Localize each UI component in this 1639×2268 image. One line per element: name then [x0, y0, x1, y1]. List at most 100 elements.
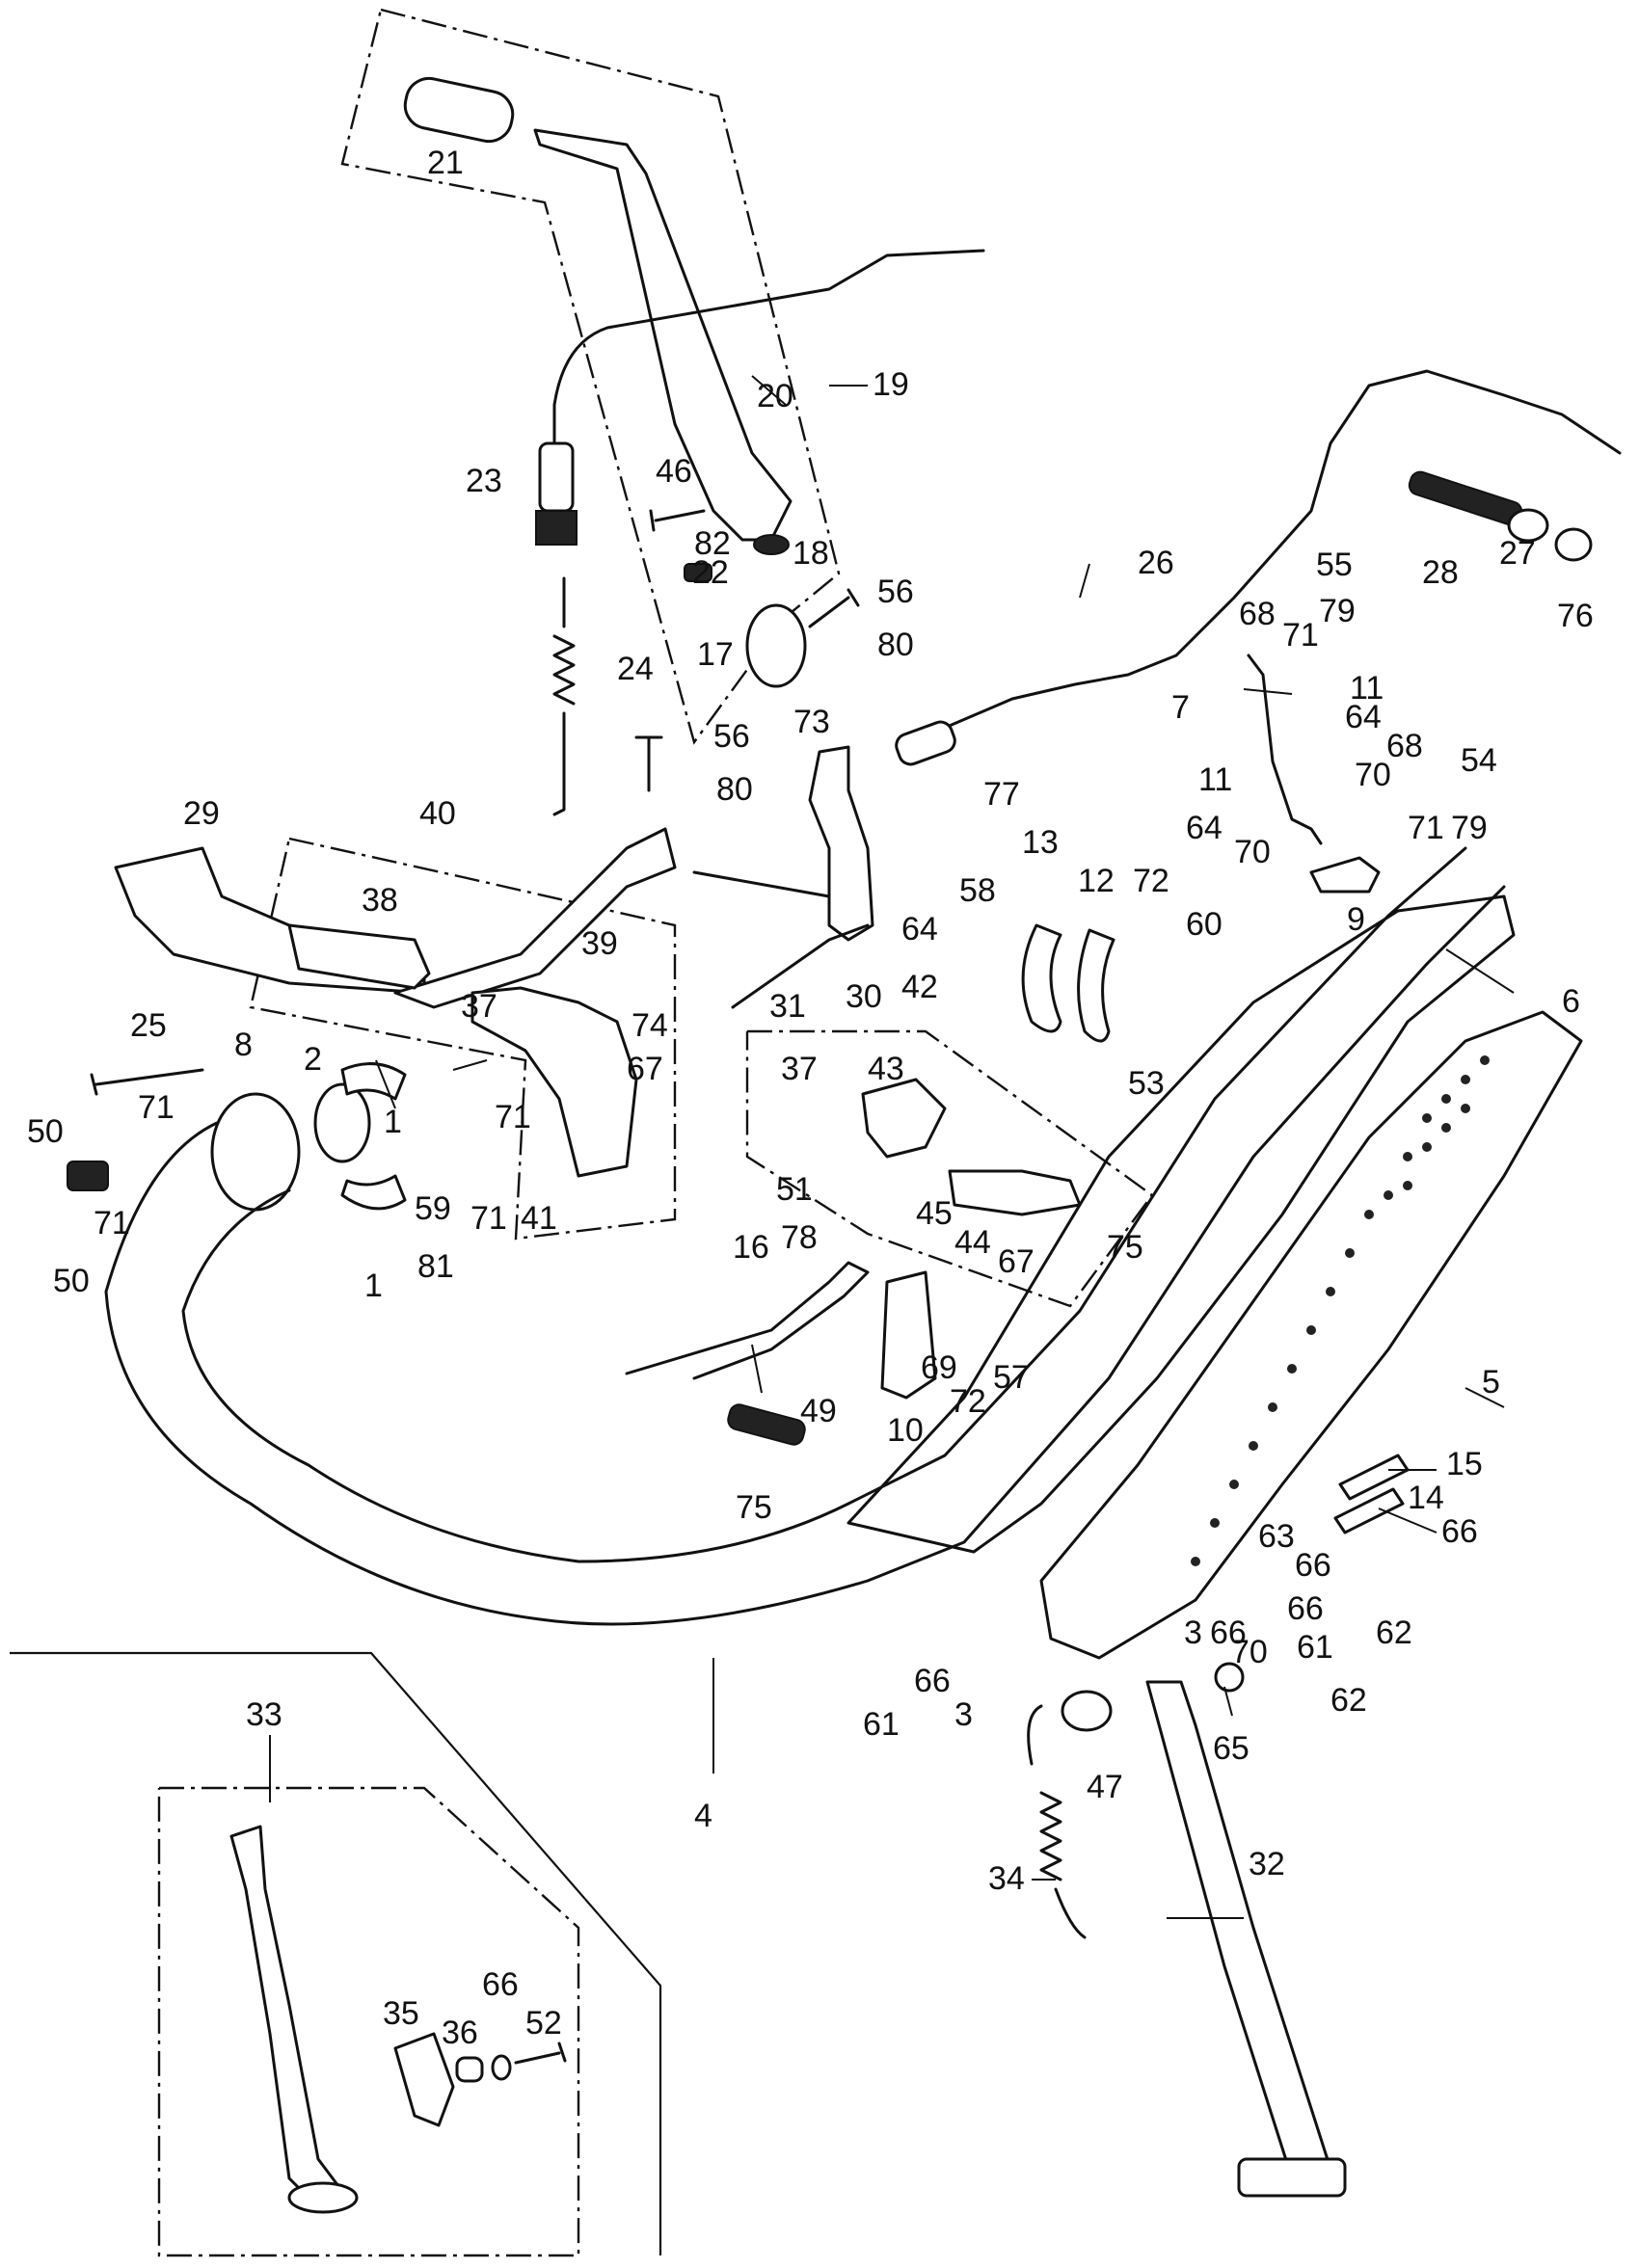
callout-24: 24 — [617, 651, 654, 687]
bolt-46 — [649, 509, 706, 532]
plate-14 — [1333, 1487, 1405, 1534]
callout-37-b: 37 — [781, 1051, 818, 1087]
callout-35: 35 — [383, 1995, 419, 2032]
kickstarter-group-boundary — [340, 8, 841, 745]
callout-63: 63 — [1258, 1518, 1295, 1555]
callout-4: 4 — [694, 1798, 712, 1834]
callout-15: 15 — [1446, 1446, 1483, 1482]
brake-arm-30 — [808, 745, 874, 942]
callout-79-b: 79 — [1451, 810, 1488, 846]
plate-15 — [1338, 1454, 1410, 1501]
spring-28 — [1408, 470, 1523, 526]
callout-25: 25 — [130, 1007, 167, 1044]
callout-65: 65 — [1213, 1730, 1249, 1767]
callout-50-b: 50 — [53, 1263, 90, 1299]
nut-27 — [1507, 508, 1549, 543]
callout-71-d: 71 — [495, 1099, 531, 1135]
sidestand-inset-line — [10, 1651, 662, 2255]
footrest-38 — [287, 923, 431, 990]
callout-66-a: 66 — [1441, 1513, 1478, 1550]
brake-cable-26 — [909, 369, 1622, 744]
callout-60: 60 — [1186, 906, 1223, 943]
callout-57: 57 — [993, 1359, 1030, 1396]
callout-46: 46 — [656, 453, 692, 490]
callout-66-c: 66 — [1210, 1614, 1247, 1651]
callout-59: 59 — [415, 1190, 451, 1227]
switch-23 — [538, 441, 575, 513]
callout-39: 39 — [581, 925, 618, 962]
callout-78: 78 — [781, 1219, 818, 1256]
stand-32-foot — [1237, 2157, 1347, 2198]
gasket-2 — [313, 1082, 371, 1163]
callout-62-a: 62 — [1376, 1614, 1412, 1651]
callout-66-f: 66 — [482, 1966, 519, 2003]
callout-3-a: 3 — [1184, 1614, 1202, 1651]
sidestand-inset-boundary — [157, 1786, 580, 2257]
exhaust-pipe-4 — [104, 885, 1506, 1626]
callout-49: 49 — [800, 1393, 837, 1429]
callout-70-b: 70 — [1234, 834, 1271, 870]
callout-71-f: 71 — [470, 1200, 507, 1237]
callout-19: 19 — [873, 366, 909, 403]
callout-71-b: 71 — [1408, 810, 1444, 846]
callout-66-b: 66 — [1295, 1547, 1331, 1584]
step-arm-40 — [393, 827, 677, 1009]
bolt-56-upper — [808, 588, 860, 628]
callout-1-b: 1 — [364, 1267, 383, 1304]
callout-7: 7 — [1171, 689, 1190, 726]
rod-25 — [90, 1068, 204, 1096]
callout-8: 8 — [234, 1027, 253, 1063]
bracket-43 — [861, 1078, 947, 1159]
callout-70-a: 70 — [1355, 757, 1391, 793]
kick-rubber-21 — [403, 76, 515, 144]
callout-20: 20 — [757, 378, 793, 414]
exhaust-pipe-4-inner — [181, 846, 1467, 1563]
callout-62-b: 62 — [1330, 1682, 1367, 1719]
collar-36 — [455, 2056, 484, 2083]
callout-22: 22 — [692, 554, 729, 591]
callout-72-a: 72 — [1133, 863, 1169, 899]
callout-12: 12 — [1078, 863, 1115, 899]
callout-80-a: 80 — [877, 627, 914, 663]
callout-14: 14 — [1408, 1480, 1444, 1516]
callout-40: 40 — [419, 795, 456, 832]
callout-64-b: 64 — [1186, 810, 1223, 846]
leader-lines — [269, 375, 1515, 1919]
callout-42: 42 — [901, 969, 938, 1005]
callout-56-a: 56 — [877, 574, 914, 610]
callout-21: 21 — [427, 145, 464, 181]
callout-labels: 21 20 19 23 46 82 18 22 56 80 17 24 56 7… — [27, 145, 1594, 2051]
callout-67-b: 67 — [998, 1243, 1034, 1280]
rod-16 — [625, 1261, 870, 1380]
callout-72-b: 72 — [950, 1383, 986, 1420]
spring-18 — [753, 534, 790, 555]
callout-44: 44 — [954, 1224, 991, 1261]
callout-16: 16 — [733, 1229, 769, 1266]
stand-33-foot — [287, 2181, 359, 2214]
callout-11-b: 11 — [1198, 761, 1232, 798]
bracket-7 — [1247, 654, 1323, 845]
clip-50 — [67, 1161, 109, 1191]
callout-45: 45 — [916, 1195, 953, 1232]
callout-26: 26 — [1138, 545, 1174, 581]
callout-33: 33 — [246, 1696, 282, 1733]
bolt-56-lower — [634, 735, 663, 792]
callout-67-a: 67 — [627, 1051, 663, 1087]
switch-23-body — [535, 510, 578, 546]
spring-75 — [727, 1403, 806, 1446]
callout-23: 23 — [466, 463, 502, 499]
callout-71-e: 71 — [94, 1205, 130, 1241]
callout-28: 28 — [1422, 554, 1459, 591]
callout-41: 41 — [521, 1200, 557, 1237]
plate-10 — [880, 1270, 937, 1400]
callout-31: 31 — [769, 988, 806, 1025]
callout-27: 27 — [1499, 535, 1536, 572]
callout-51: 51 — [776, 1171, 813, 1208]
spring-24 — [552, 576, 576, 816]
nut-76 — [1554, 527, 1593, 562]
cap-47 — [1061, 1690, 1113, 1732]
callout-52: 52 — [525, 2005, 562, 2041]
callout-47: 47 — [1087, 1769, 1123, 1805]
throttle-cable-19 — [552, 249, 985, 503]
washer-66-inset — [491, 2054, 512, 2081]
